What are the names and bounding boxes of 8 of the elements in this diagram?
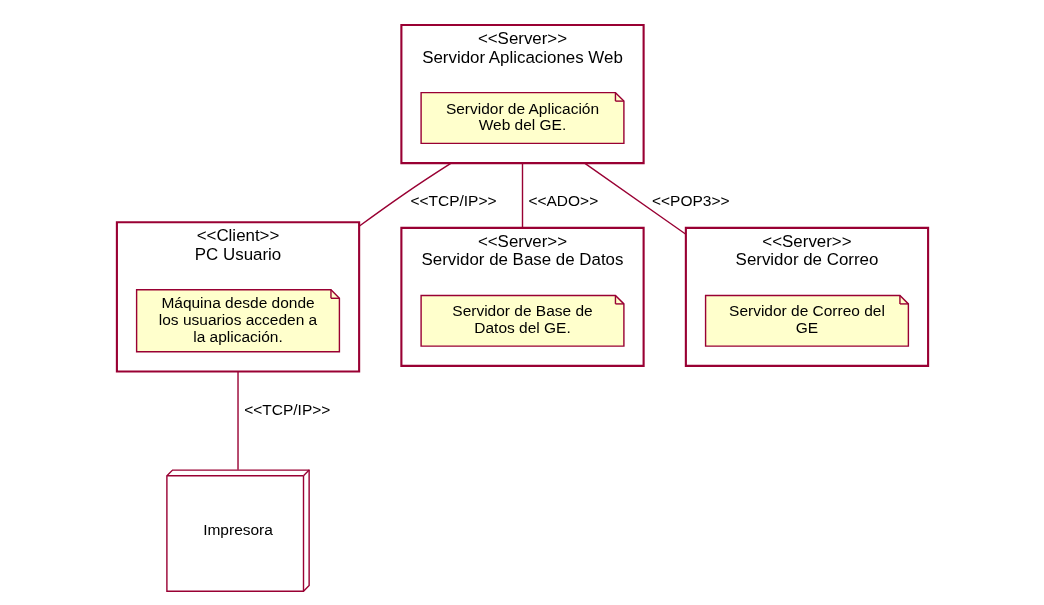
connector [521, 162, 523, 229]
edge-label: <<TCP/IP>> [243, 400, 330, 418]
connector [357, 162, 452, 227]
connector [583, 162, 687, 235]
edge-label: <<TCP/IP>> [409, 192, 497, 210]
connector [236, 370, 239, 471]
edge-label: <<POP3>> [651, 192, 730, 210]
edge-label: <<ADO>> [527, 192, 598, 210]
